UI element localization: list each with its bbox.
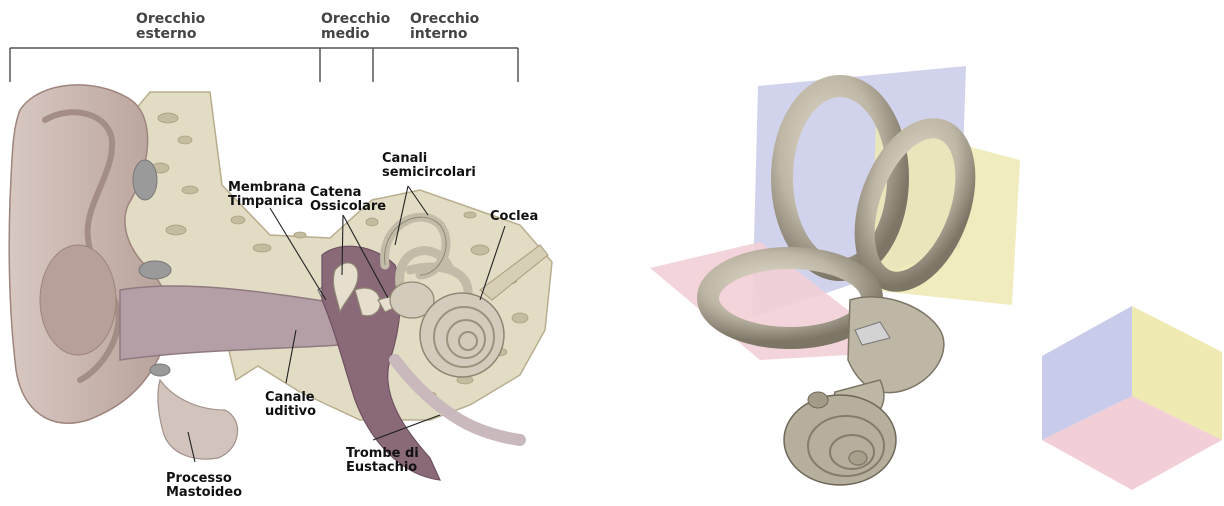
mastoid-process-shape: [158, 380, 238, 459]
svg-text:Timpanica: Timpanica: [228, 194, 303, 209]
outer-ear-header: Orecchio esterno: [136, 11, 206, 42]
svg-text:Membrana: Membrana: [228, 180, 306, 195]
label-ossicular-chain: Catena Ossicolare: [310, 185, 386, 214]
label-ear-canal: Canale uditivo: [265, 390, 316, 419]
svg-text:Coclea: Coclea: [490, 209, 538, 224]
svg-text:Trombe di: Trombe di: [346, 446, 419, 461]
svg-text:Orecchio: Orecchio: [321, 11, 391, 27]
svg-text:Canale: Canale: [265, 390, 315, 405]
svg-text:Orecchio: Orecchio: [136, 11, 206, 27]
middle-ear-header: Orecchio medio: [321, 11, 391, 42]
label-eustachian-tube: Trombe di Eustachio: [346, 446, 419, 475]
svg-text:Orecchio: Orecchio: [410, 11, 480, 27]
concha: [40, 245, 116, 355]
svg-text:Processo: Processo: [166, 471, 232, 486]
label-mastoid-process: Processo Mastoideo: [166, 471, 242, 500]
label-tympanic-membrane: Membrana Timpanica: [228, 180, 306, 209]
label-semicircular-canals: Canali semicircolari: [382, 151, 476, 180]
inner-ear-header: Orecchio interno: [410, 11, 480, 42]
svg-text:Mastoideo: Mastoideo: [166, 485, 242, 500]
orientation-cube: [1042, 306, 1222, 490]
svg-text:uditivo: uditivo: [265, 404, 316, 419]
svg-text:semicircolari: semicircolari: [382, 165, 476, 180]
labyrinth-3d-figure: [650, 66, 1222, 490]
svg-text:interno: interno: [410, 26, 468, 42]
label-cochlea: Coclea: [490, 209, 538, 224]
svg-text:Ossicolare: Ossicolare: [310, 199, 386, 214]
svg-text:esterno: esterno: [136, 26, 197, 42]
svg-text:Eustachio: Eustachio: [346, 460, 417, 475]
svg-text:Catena: Catena: [310, 185, 361, 200]
svg-text:medio: medio: [321, 26, 370, 42]
cochlea-shape: [420, 293, 504, 377]
section-bracket: [10, 48, 518, 82]
ear-anatomy-diagram: Orecchio esterno Orecchio medio Orecchio…: [9, 11, 552, 500]
svg-text:Canali: Canali: [382, 151, 427, 166]
